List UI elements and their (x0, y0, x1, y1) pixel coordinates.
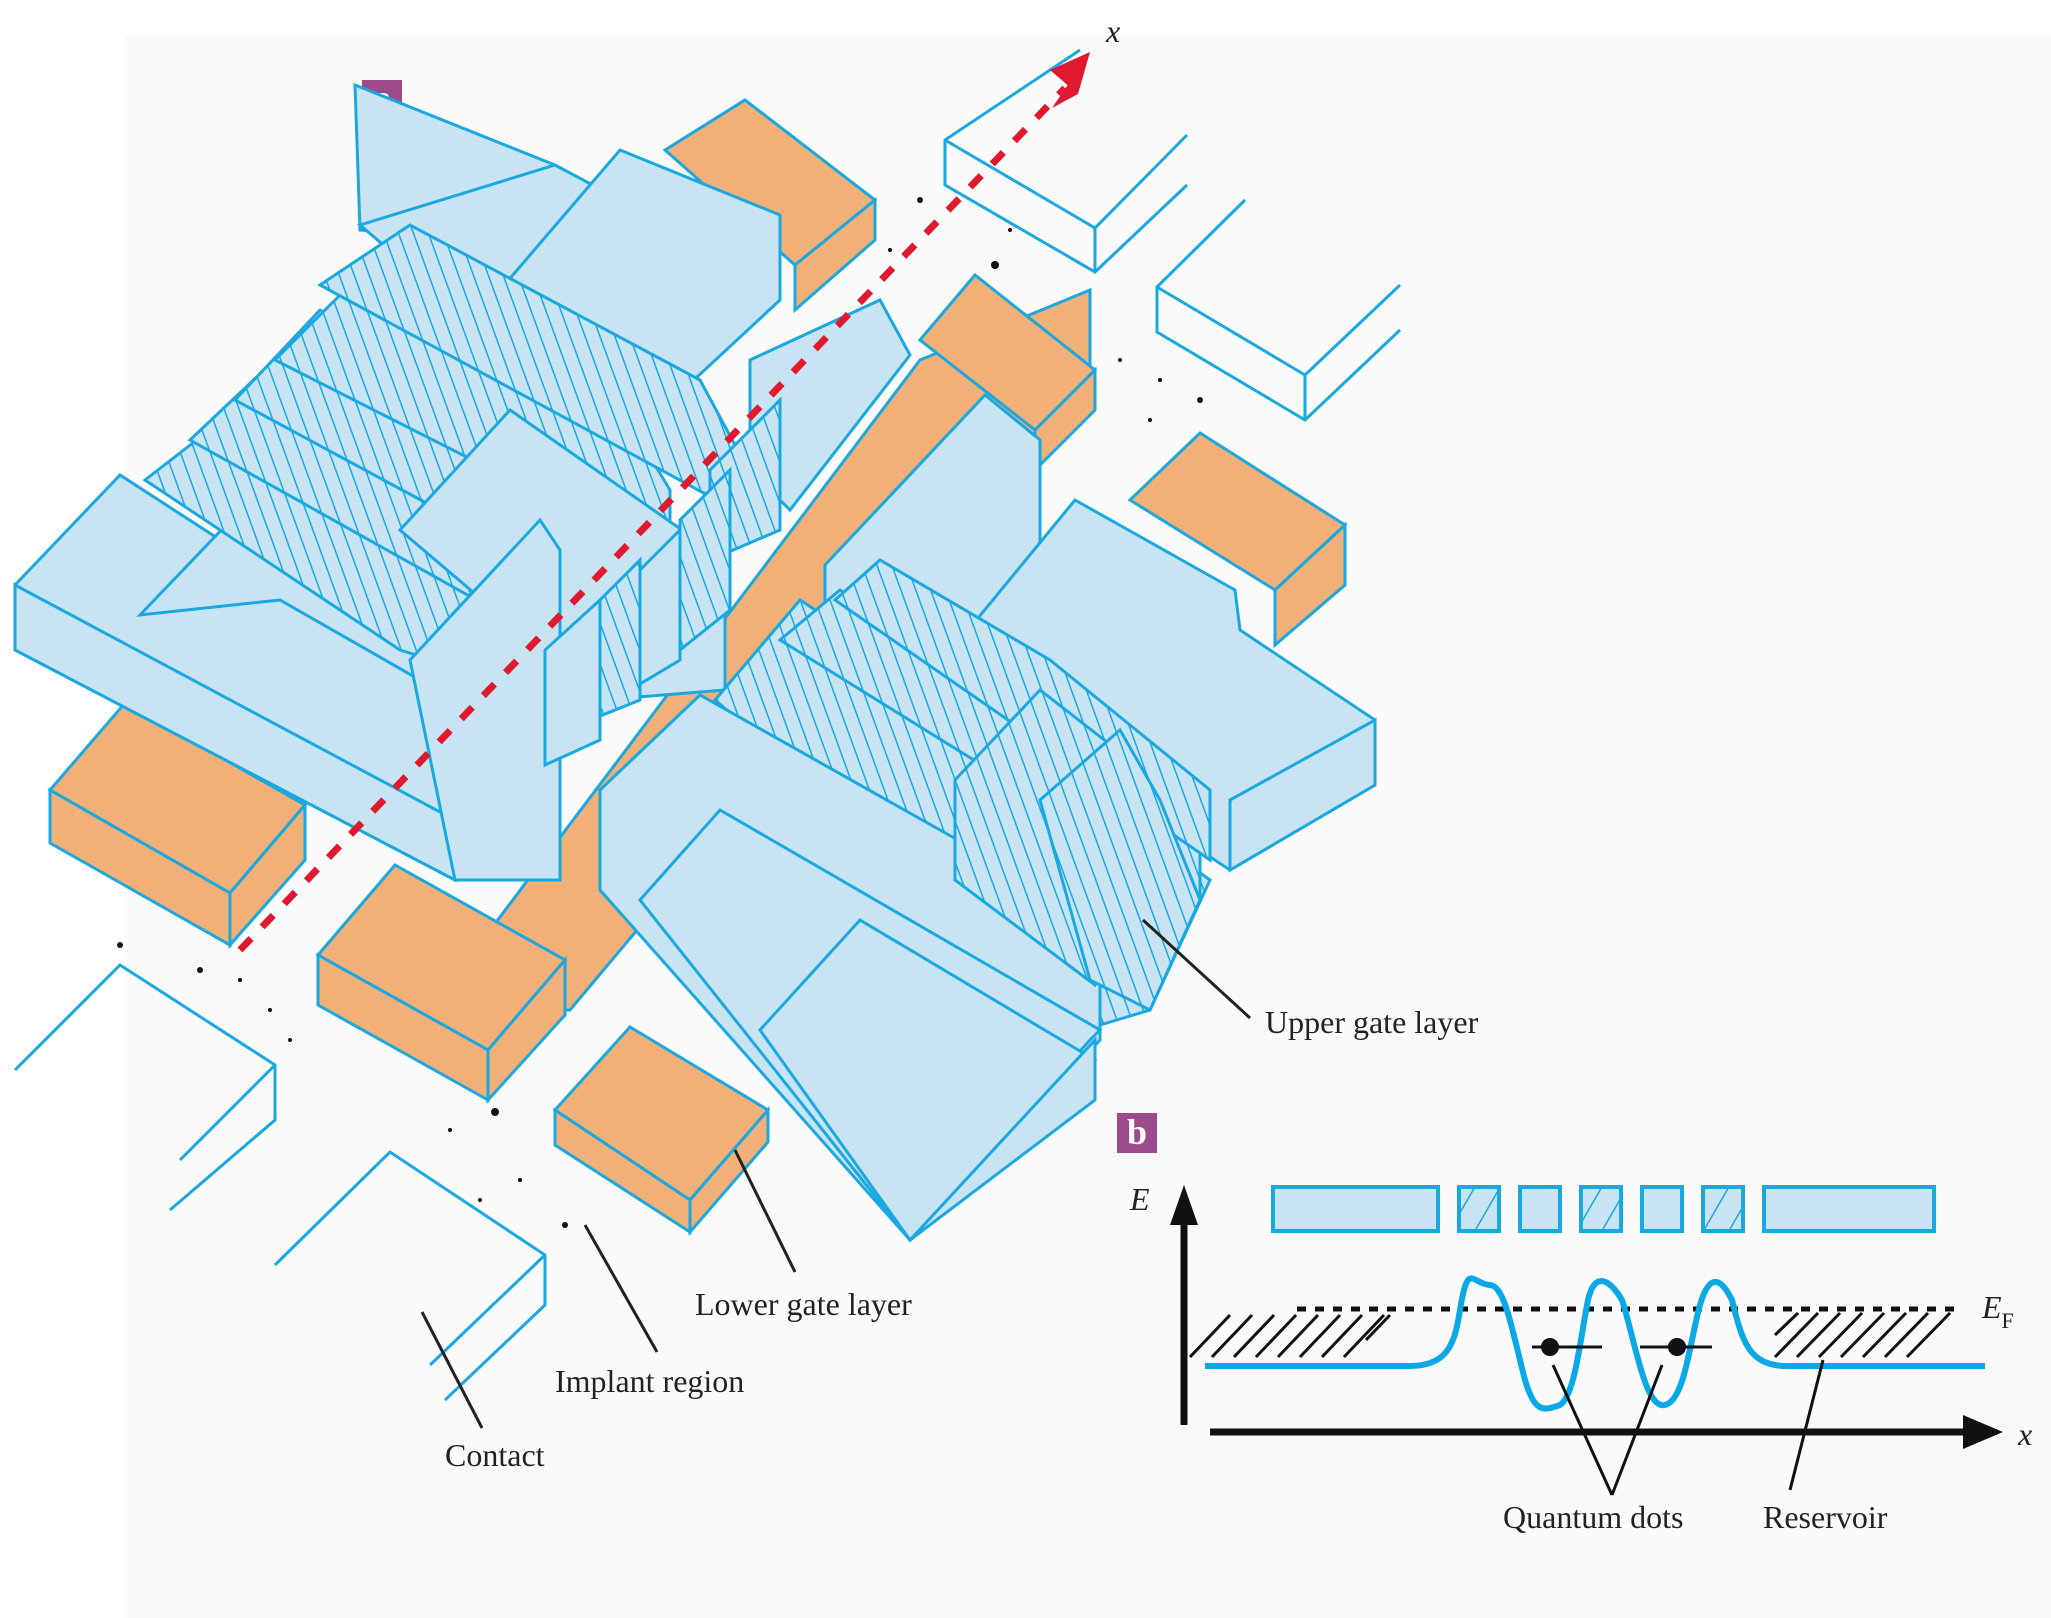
lower-gate-leader (733, 1149, 797, 1273)
gate-bar-6-hatched (1701, 1185, 1745, 1233)
implant-region-speckles (117, 197, 1203, 1228)
gate-bar-5-plain (1640, 1185, 1684, 1233)
label-reservoir: Reservoir (1763, 1499, 1888, 1535)
lower-gate-block-6 (1127, 431, 1348, 649)
lower-gate-block-3 (552, 1025, 771, 1237)
panel-a: a (13, 13, 1479, 1473)
gate-bar-4-hatched (1579, 1185, 1623, 1233)
lower-gate-block-1 (47, 701, 308, 949)
contact-top-1 (943, 48, 1189, 274)
panel-b-badge-letter: b (1127, 1112, 1147, 1152)
x-axis-dashed-line (237, 85, 1068, 953)
position-axis-arrowhead (1963, 1415, 2003, 1449)
reservoir-leader (1788, 1359, 1825, 1491)
gate-bar-3-plain (1518, 1185, 1562, 1233)
label-contact: Contact (445, 1437, 545, 1473)
upper-gate-right-cluster (598, 392, 1377, 1243)
position-axis-label: x (2017, 1416, 2032, 1452)
contact-bottom-center (273, 1150, 547, 1402)
energy-axis-label: E (1129, 1181, 1150, 1217)
contact-bottom-left (13, 963, 277, 1212)
upper-gate-left-cluster (13, 82, 912, 883)
label-upper-gate-layer: Upper gate layer (1265, 1004, 1479, 1040)
label-lower-gate-layer: Lower gate layer (695, 1286, 912, 1322)
panel-a-x-axis-label: x (1105, 13, 1120, 49)
gate-bar-2-hatched (1457, 1185, 1501, 1233)
upper-gate-leader (1141, 918, 1252, 1020)
panel-b-badge (1117, 1113, 1157, 1153)
quantum-dots-leader-1 (1551, 1364, 1614, 1496)
lower-gate-block-2 (315, 863, 568, 1104)
left-reservoir-hatching (1188, 1313, 1392, 1359)
implant-leader (583, 1224, 659, 1353)
label-implant-region: Implant region (555, 1363, 744, 1399)
electron-dot-1 (1541, 1338, 1559, 1356)
potential-profile-curve (1205, 1275, 1985, 1412)
gate-row (1271, 1185, 1936, 1233)
electron-dot-2 (1668, 1338, 1686, 1356)
contact-top-2 (1155, 198, 1402, 422)
energy-axis-arrowhead (1170, 1185, 1198, 1225)
x-axis-arrowhead-fill (1050, 52, 1090, 94)
contact-leader (420, 1311, 484, 1429)
panel-b: b E x EF (1117, 1112, 2032, 1535)
gate-bar-7-plain (1762, 1185, 1936, 1233)
right-reservoir-hatching (1773, 1311, 1952, 1359)
quantum-dots-leader-2 (1610, 1364, 1664, 1496)
label-quantum-dots: Quantum dots (1503, 1499, 1683, 1535)
fermi-level-label: EF (1981, 1289, 2014, 1333)
gate-bar-1-plain (1271, 1185, 1440, 1233)
